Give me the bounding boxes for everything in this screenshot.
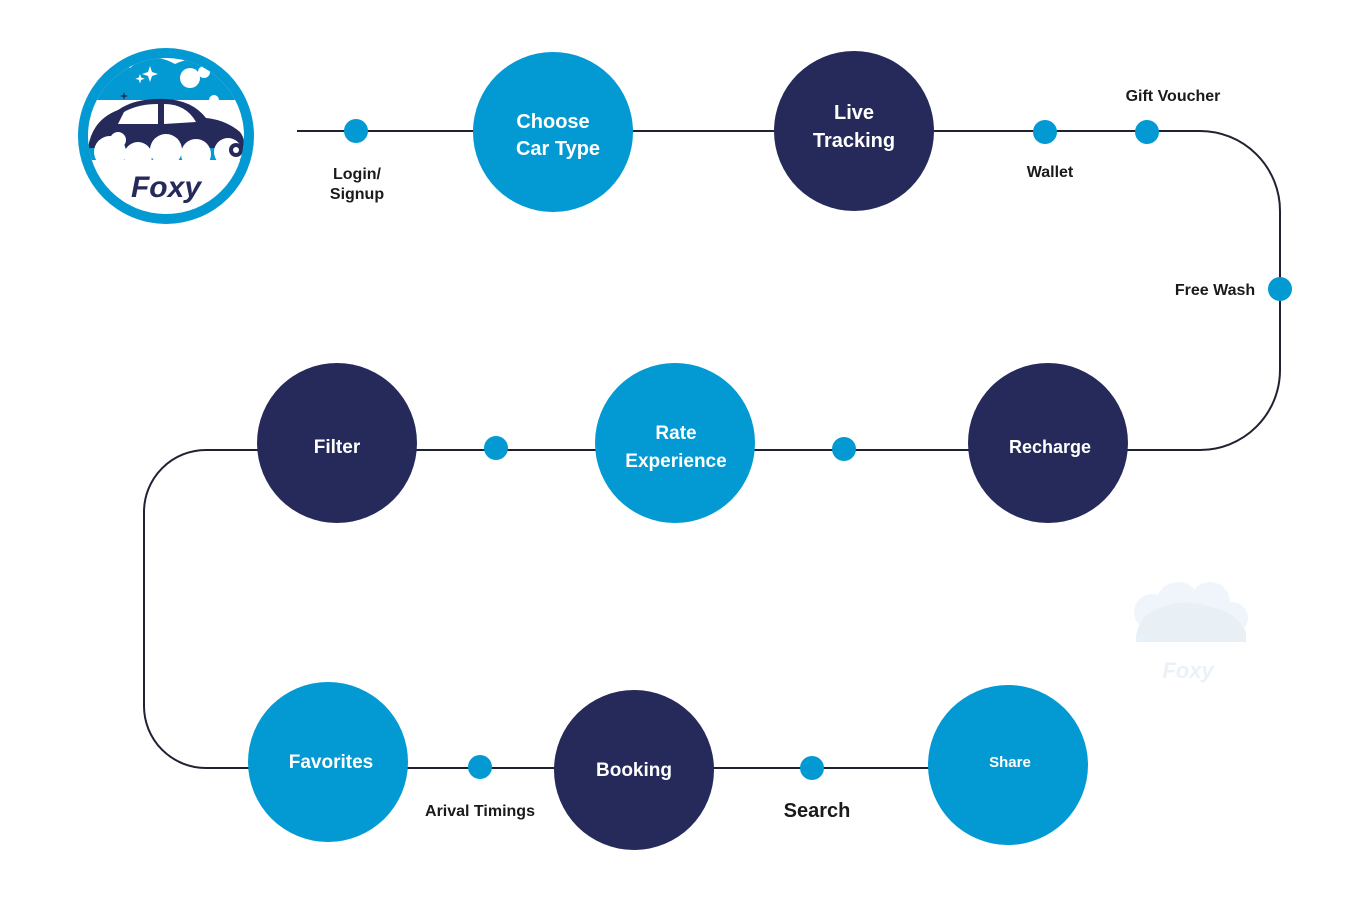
node-share: Share — [928, 685, 1088, 845]
step-label-arrival-timings: Arival Timings — [425, 803, 535, 820]
step-dot-arrival-timings — [468, 755, 492, 779]
flow-connector — [143, 130, 1281, 769]
node-live-tracking: Live Tracking — [774, 51, 934, 211]
foxy-watermark: Foxy — [1134, 582, 1248, 683]
node-filter-label: Filter — [314, 437, 361, 458]
node-booking-label: Booking — [596, 760, 672, 781]
node-favorites-label: Favorites — [289, 752, 373, 773]
logo-text: Foxy — [131, 171, 202, 204]
node-rate-experience-line2: Experience — [625, 451, 726, 472]
node-filter: Filter — [257, 363, 417, 523]
step-dot-rate-to-filter — [484, 436, 508, 460]
car-with-bubbles-icon — [88, 58, 244, 214]
step-dot-login-signup — [344, 119, 368, 143]
node-live-tracking-line1: Live — [834, 102, 874, 124]
step-dot-search — [800, 756, 824, 780]
step-label-login: Login/ — [333, 166, 382, 183]
step-label-free-wash: Free Wash — [1175, 282, 1255, 299]
node-choose-car-type: Choose Car Type — [473, 52, 633, 212]
node-choose-car-type-line2: Car Type — [516, 138, 600, 160]
step-label-wallet: Wallet — [1027, 164, 1074, 181]
foxy-logo: Foxy — [78, 48, 254, 224]
step-dot-gift-voucher — [1135, 120, 1159, 144]
step-label-search: Search — [784, 800, 851, 822]
watermark-text: Foxy — [1162, 658, 1215, 683]
node-rate-experience-line1: Rate — [655, 423, 696, 444]
node-rate-experience: Rate Experience — [595, 363, 755, 523]
node-choose-car-type-line1: Choose — [516, 111, 589, 133]
step-label-gift-voucher: Gift Voucher — [1126, 88, 1221, 105]
node-recharge-label: Recharge — [1009, 437, 1091, 457]
node-recharge: Recharge — [968, 363, 1128, 523]
node-favorites: Favorites — [248, 682, 408, 842]
step-dot-free-wash — [1268, 277, 1292, 301]
step-label-signup: Signup — [330, 186, 384, 203]
node-live-tracking-line2: Tracking — [813, 130, 895, 152]
step-dot-recharge-to-rate — [832, 437, 856, 461]
node-share-label: Share — [989, 754, 1031, 771]
step-dot-wallet — [1033, 120, 1057, 144]
node-booking: Booking — [554, 690, 714, 850]
